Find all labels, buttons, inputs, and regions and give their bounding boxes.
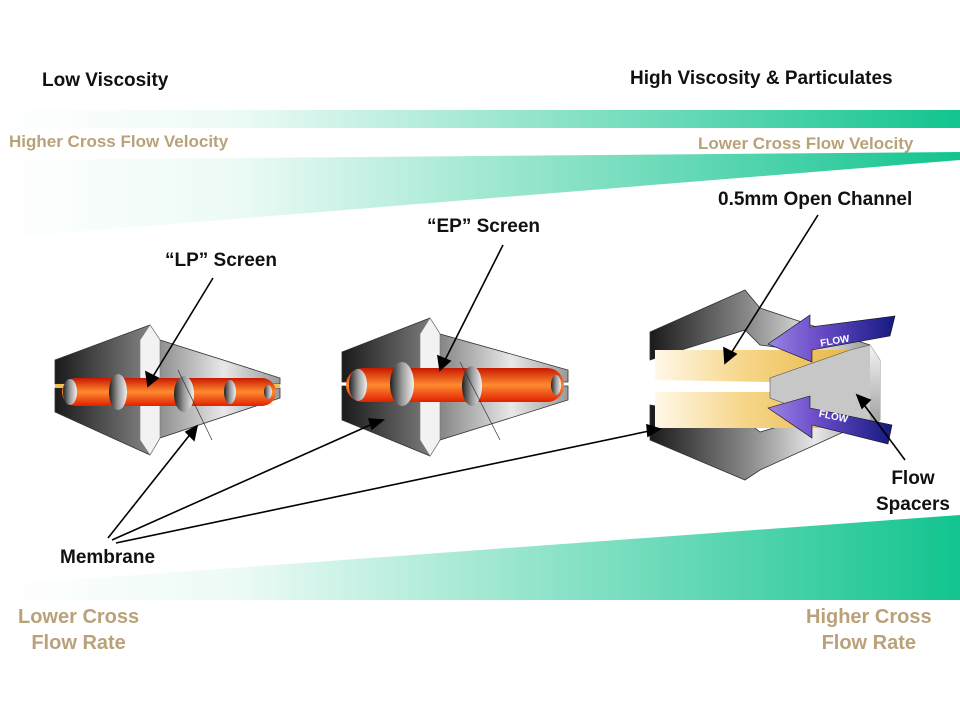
lp-screen-tube [62, 378, 276, 406]
flow-spacers-label-line2: Spacers [876, 494, 950, 515]
lower-cross-flow-rate-line2: Flow Rate [31, 632, 126, 654]
lp-screen-label: “LP” Screen [165, 250, 277, 271]
flow-rate-wedge [0, 515, 960, 600]
open-channel-module [649, 289, 881, 481]
leader-lines [107, 214, 906, 544]
flow-spacers-label-line1: Flow [891, 468, 935, 489]
ep-screen-tube [346, 368, 564, 402]
lower-cross-flow-velocity-label: Lower Cross Flow Velocity [698, 134, 914, 153]
high-viscosity-label: High Viscosity & Particulates [630, 68, 893, 89]
higher-cross-flow-velocity-label: Higher Cross Flow Velocity [9, 132, 229, 151]
top-band-upper [0, 110, 960, 128]
flow-arrow-upper-label: FLOW [820, 333, 851, 349]
lp-screen-module [54, 324, 281, 456]
lower-cross-flow-rate-line1: Lower Cross [18, 606, 140, 628]
ep-screen-label: “EP” Screen [427, 216, 540, 237]
top-band-wedge [0, 152, 960, 238]
flow-arrow-upper[interactable]: FLOW [767, 314, 896, 363]
higher-cross-flow-rate-line2: Flow Rate [821, 632, 917, 654]
flow-arrow-lower[interactable]: FLOW [767, 395, 893, 445]
flow-spacers-label: Flow Spacers [876, 466, 950, 518]
velocity-bands [0, 110, 960, 238]
higher-cross-flow-rate-line1: Higher Cross [806, 606, 932, 628]
membrane-label: Membrane [60, 547, 156, 568]
low-viscosity-label: Low Viscosity [42, 70, 169, 91]
lower-cross-flow-rate-label: Lower Cross Flow Rate [18, 604, 139, 656]
higher-cross-flow-rate-label: Higher Cross Flow Rate [806, 604, 932, 656]
ep-screen-module [341, 317, 569, 457]
open-channel-label: 0.5mm Open Channel [718, 189, 913, 210]
